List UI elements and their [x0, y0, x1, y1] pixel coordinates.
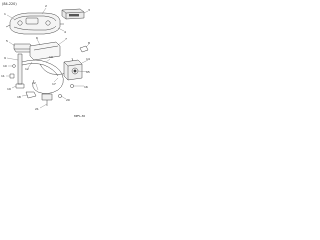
- page-code: (84-220): [2, 2, 17, 6]
- callout-4: 4: [64, 30, 66, 34]
- callout-1: 1: [4, 12, 6, 16]
- callout-3: 3: [88, 8, 90, 12]
- callout-20: 20: [66, 98, 70, 102]
- callout-19: 19: [7, 87, 11, 91]
- callout-10: 10: [3, 64, 7, 68]
- callout-9: 9: [4, 56, 6, 60]
- callout-18: 18: [17, 95, 21, 99]
- callout-17: 17: [52, 82, 56, 86]
- callout-16: 16: [84, 85, 88, 89]
- callout-8: 8: [88, 41, 90, 45]
- small-module-box: [61, 8, 85, 20]
- callout-11: 11: [1, 74, 5, 78]
- leader-lines: [6, 7, 90, 109]
- callout-6: 6: [36, 36, 38, 40]
- callout-14: 14: [86, 57, 90, 61]
- callout-15: 15: [86, 70, 90, 74]
- callout-2: 2: [45, 4, 47, 8]
- callout-22: 22: [32, 81, 36, 85]
- callout-5: 5: [6, 39, 8, 43]
- callout-labels: 1 2 3 4 5 6 7 8 9 10 11 12 13 14 15 16 1…: [1, 4, 90, 111]
- figure-code: 8PFL-30: [74, 114, 85, 118]
- callout-7: 7: [65, 37, 67, 41]
- parts-diagram: (84-220): [1, 2, 90, 118]
- lower-frame-assembly: [9, 41, 89, 106]
- upper-tank-assembly: [5, 12, 64, 35]
- callout-13: 13: [49, 55, 53, 59]
- callout-21: 21: [35, 107, 39, 111]
- callout-12: 12: [25, 67, 29, 71]
